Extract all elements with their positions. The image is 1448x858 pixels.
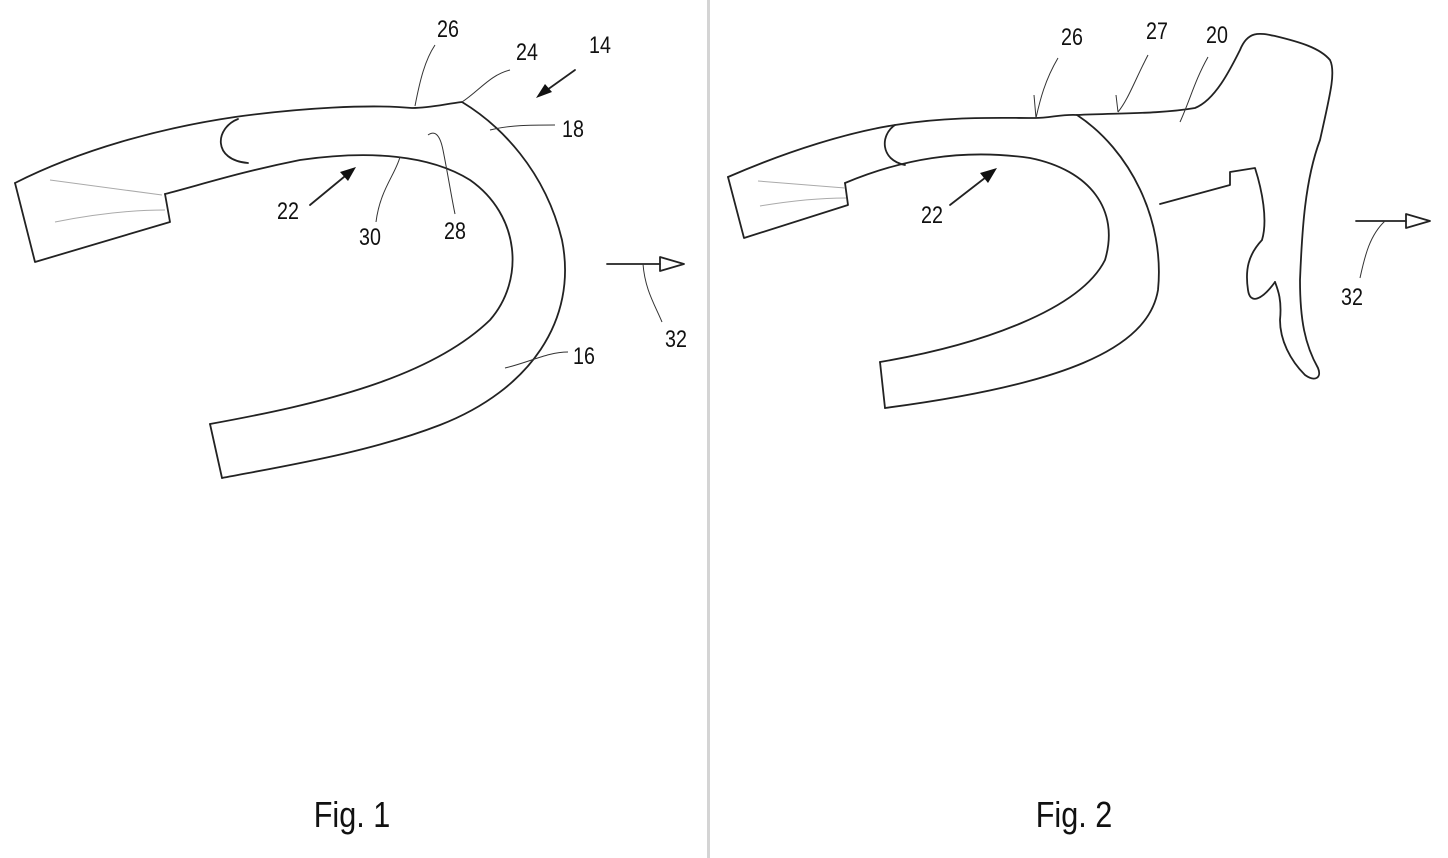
panel-divider (707, 0, 710, 858)
fig2-handlebar-outer-edge (727, 32, 1334, 380)
fig1-label-24: 24 (516, 39, 538, 66)
fig1-label-16: 16 (573, 343, 595, 370)
fig1-handlebar-drawing (14, 44, 685, 479)
fig2-leader-26 (1033, 57, 1059, 119)
fig2-handlebar-with-lever-drawing (727, 32, 1431, 409)
fig1-label-32: 32 (665, 326, 687, 353)
fig1-transition-loop (219, 118, 249, 164)
fig1-handlebar-inner-edge (164, 154, 514, 425)
fig1-grip-line (49, 179, 166, 223)
fig2-leader-32 (1359, 220, 1386, 279)
fig2-label-27: 27 (1146, 18, 1168, 45)
fig1-label-14: 14 (589, 32, 611, 59)
fig2-handlebar-inner-edge (844, 153, 1110, 363)
fig2-transition-loop (883, 124, 906, 166)
fig2-arrow-22 (949, 173, 991, 206)
fig2-leader-27 (1115, 54, 1149, 113)
fig1-label-18: 18 (562, 116, 584, 143)
fig1-label-28: 28 (444, 218, 466, 245)
fig2-leader-20 (1179, 56, 1209, 123)
fig1-direction-arrowhead (659, 256, 685, 272)
fig2-arrowhead-22 (980, 168, 997, 183)
fig1-arrowhead-22 (340, 167, 356, 181)
fig1-leader-26 (414, 44, 436, 107)
fig2-drop-outer-edge (884, 114, 1160, 409)
fig1-handlebar-outer-edge (14, 101, 566, 479)
fig1-leader-18 (489, 124, 556, 131)
fig1-handlebar-left-end (14, 182, 171, 263)
fig2-direction-arrowhead (1405, 213, 1431, 229)
fig1-leader-24 (461, 69, 511, 103)
fig2-label-22: 22 (921, 202, 943, 229)
fig1-handlebar-end-drop (209, 423, 223, 479)
fig2-handlebar-end-drop (879, 361, 886, 409)
fig1-label-22: 22 (277, 198, 299, 225)
fig1-label-30: 30 (359, 224, 381, 251)
fig2-label-26: 26 (1061, 24, 1083, 51)
fig2-label-20: 20 (1206, 22, 1228, 49)
fig2-handlebar-left-end (727, 176, 849, 239)
fig1-arrow-22 (309, 171, 351, 206)
fig1-leader-32 (642, 263, 663, 323)
fig2-caption: Fig. 2 (1035, 794, 1113, 835)
fig1-leader-16 (504, 351, 569, 369)
fig1-label-26: 26 (437, 16, 459, 43)
fig2-grip-line (757, 180, 847, 207)
fig2-label-32: 32 (1341, 284, 1363, 311)
fig1-leader-30 (375, 156, 401, 223)
fig1-leader-28 (427, 132, 456, 215)
fig1-arrowhead-14 (536, 84, 552, 98)
fig2-lever-inner-edge (1159, 167, 1276, 300)
fig1-caption: Fig. 1 (313, 794, 391, 835)
